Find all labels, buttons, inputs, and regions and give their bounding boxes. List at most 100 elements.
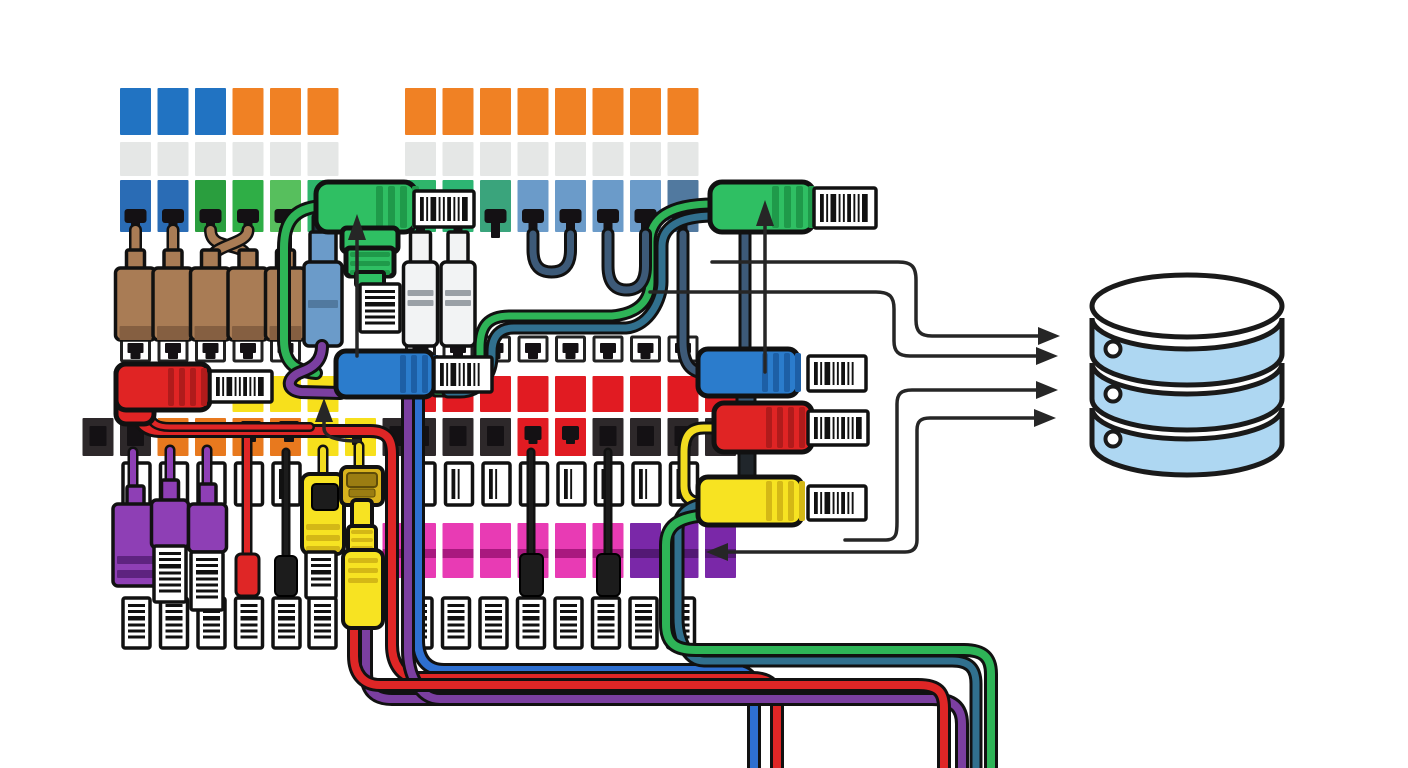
barcode-label-line (278, 629, 295, 633)
barcode-label-line (240, 635, 258, 639)
database-dot (1103, 429, 1123, 449)
green-connector2-barcode-bar (842, 194, 845, 222)
red-connector-body (711, 400, 815, 455)
barcode-label-line (485, 623, 502, 627)
gray-tile-row-tile (442, 142, 474, 176)
flow-arrows (315, 200, 1060, 561)
top-tile-row-tile (592, 88, 624, 135)
pink-tile-row-stripe (480, 549, 511, 558)
barcode-label-line (165, 629, 183, 633)
black-tile-row-port (566, 438, 575, 444)
barcode-label-line (447, 616, 465, 621)
red-connector-barcode-bar (836, 417, 839, 439)
barcode-sleeve-line (159, 558, 181, 561)
yellow-connector2-barcode-bar (814, 492, 818, 514)
green-connector2-barcode-bar (862, 194, 868, 222)
blue-connector-barcode-bar (462, 363, 465, 386)
red-elbow-barcode-bar (238, 377, 241, 396)
navy-cable-u (604, 230, 649, 294)
green-connector-tag-line (365, 321, 395, 325)
green-connector-collar-ribs (350, 261, 390, 266)
yellow-plug-ribs (348, 568, 378, 573)
barcode-label-line (203, 629, 220, 633)
top-tile-row-tile (157, 88, 189, 135)
yellow-connector2-ribs (799, 481, 805, 521)
barcode-label-line (240, 616, 258, 621)
tile-row-top (120, 88, 699, 238)
plug-tip-cap (559, 209, 582, 223)
gray-tile-row-tile (120, 142, 151, 176)
red-connector-barcode-bar (847, 417, 850, 439)
red-elbow-barcode-bar (216, 377, 220, 396)
barcode-label-bar (457, 469, 460, 499)
barcode-label-line (560, 623, 577, 627)
plug-tip-cap (237, 209, 259, 223)
barcode-sleeve-line (311, 583, 331, 587)
barcode-label-line (597, 635, 615, 639)
barcode-label-bar (639, 469, 643, 499)
barcode-label-line (522, 629, 540, 633)
yellow-plug-ribs (348, 558, 378, 563)
barcode-label-bar (564, 469, 568, 499)
pink-tile-row-stripe (555, 549, 586, 558)
yellow-connector2-barcode-bar (824, 492, 831, 514)
blue-connector-barcode-bar (477, 363, 480, 386)
red-connector-ribs (777, 407, 783, 448)
blue-connector2-barcode-bar (836, 362, 839, 385)
barcode-label-bar (645, 469, 648, 499)
gold-connector-detail (346, 472, 378, 488)
gray-tile-row-tile (555, 142, 586, 176)
green-connector-tag-line (365, 302, 395, 307)
plug-tip-cap (484, 209, 507, 223)
navy-cable-u (529, 230, 574, 276)
black-tile-row-inner (637, 426, 654, 446)
yellow-red-tile-row-tile (667, 376, 699, 412)
connectors (113, 179, 878, 528)
purple-cable-short (362, 620, 544, 703)
yellow-plug-ribs (351, 530, 373, 534)
port-pin (243, 352, 253, 359)
green-connector2-ribs (784, 186, 791, 228)
plug-tip-cap (162, 209, 184, 223)
barcode-label-line (447, 610, 465, 613)
barcode-label-line (203, 623, 220, 627)
barcode-label-line (240, 604, 258, 607)
barcode-label-line (240, 629, 258, 633)
barcode-label-line (485, 635, 502, 639)
port-pin (600, 343, 616, 353)
barcode-label-line (165, 623, 183, 627)
top-tile-row-tile (405, 88, 436, 135)
barcode-label-line (635, 635, 652, 639)
barcode-label-line (240, 610, 258, 613)
gray-tile-row-tile (480, 142, 511, 176)
barcode-label-bar (570, 469, 573, 499)
barcode-label-line (447, 623, 465, 627)
black-tile-row-port (524, 426, 542, 440)
gray-tile-row-tile (232, 142, 264, 176)
blue-connector2-barcode-bar (847, 362, 850, 385)
barcode-label-line (128, 635, 145, 639)
arrow-line (726, 416, 1038, 554)
pink-tile-row-stripe (442, 549, 474, 558)
barcode-label-line (597, 604, 615, 607)
yellow-connector2-barcode-bar (851, 492, 854, 514)
barcode-sleeve-line (196, 595, 218, 599)
top-tile-row-tile (667, 88, 699, 135)
barcode-label-line (447, 629, 465, 633)
barcode-label-bar (601, 469, 606, 499)
green-connector-barcode-bar (453, 197, 456, 221)
purple-plug-body (186, 502, 229, 554)
barcode-label-line (128, 629, 145, 633)
barcode-label-line (485, 616, 502, 621)
arrow-line (710, 260, 1042, 338)
plug-tip-cap (124, 209, 147, 223)
top-tile-row-tile (480, 88, 511, 135)
white-plug-band (407, 300, 434, 306)
blue-connector-barcode-bar (446, 363, 449, 386)
green-connector2-barcode-bar (857, 194, 860, 222)
red-elbow-barcode-box (208, 369, 274, 404)
gray-tile-row-tile (592, 142, 624, 176)
barcode-label-line (278, 623, 295, 627)
red-elbow-barcode-bar (243, 377, 247, 396)
port-pin (603, 352, 613, 359)
